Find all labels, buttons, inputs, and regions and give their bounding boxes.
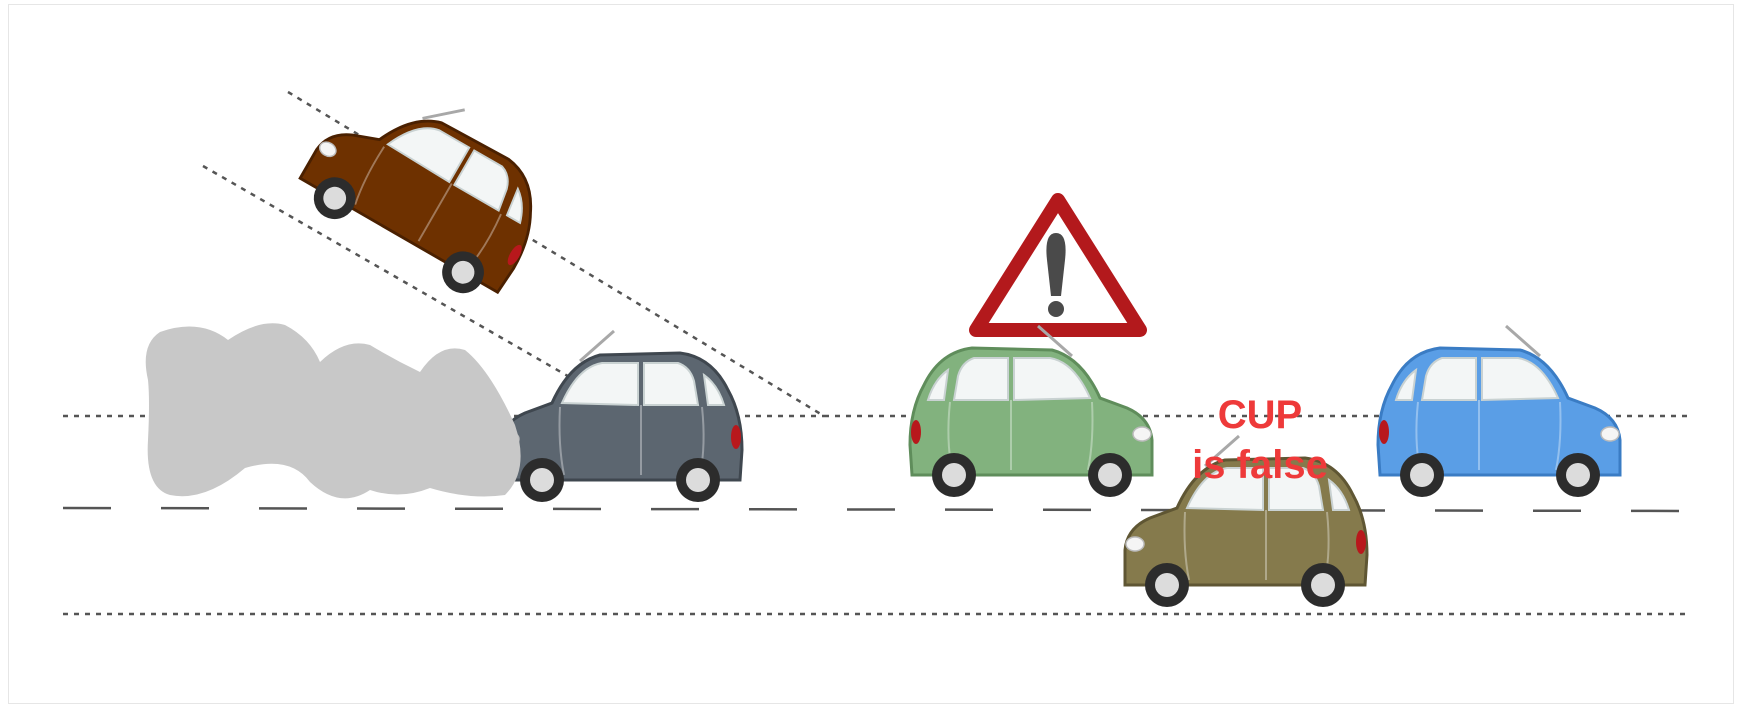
slate-car xyxy=(498,329,744,502)
road-center-lane-line xyxy=(62,506,1691,513)
label-is-false: is false xyxy=(1192,443,1328,487)
label-cup: CUP xyxy=(1218,393,1302,437)
brown-car xyxy=(298,108,533,295)
green-car xyxy=(908,324,1154,497)
warning-triangle-icon xyxy=(969,193,1147,337)
smoke-cloud-icon xyxy=(145,323,521,499)
olive-car xyxy=(1123,434,1369,607)
ramp-line-upper xyxy=(287,90,825,418)
blue-car xyxy=(1376,324,1622,497)
